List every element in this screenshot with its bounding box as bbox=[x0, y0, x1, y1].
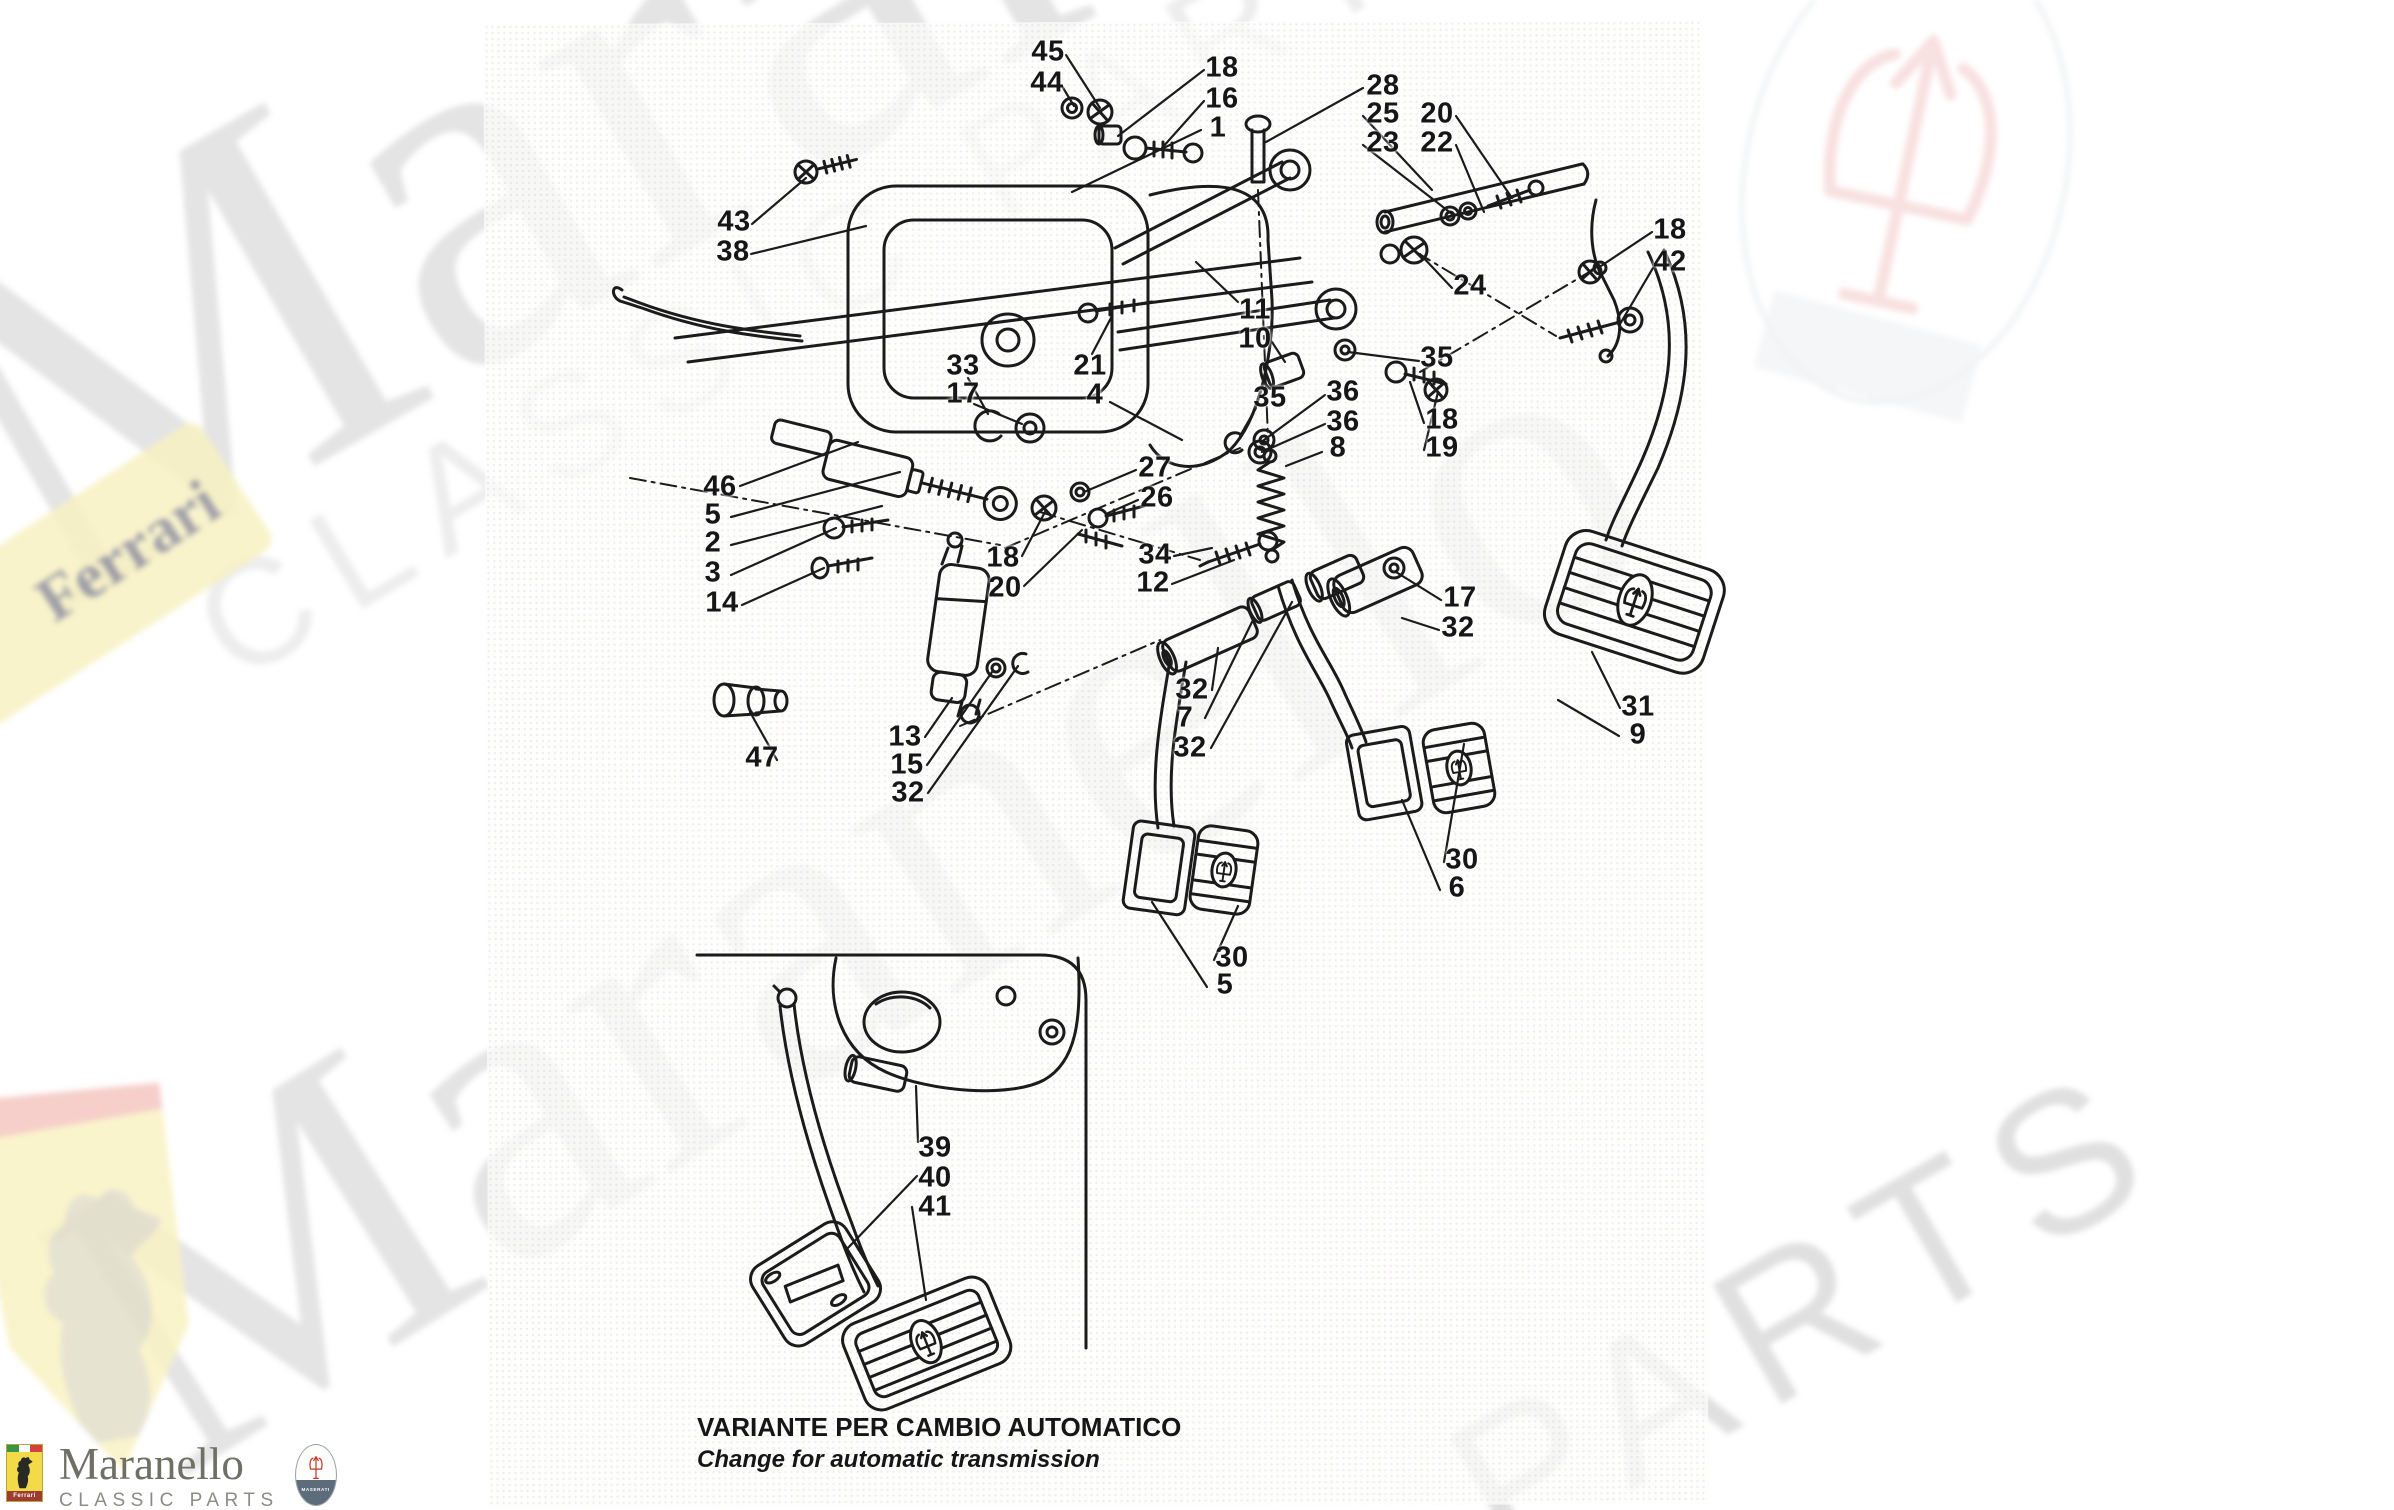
support-arm-lower bbox=[1116, 287, 1358, 352]
brake-pedal-arm bbox=[1276, 578, 1368, 750]
accel-bracket bbox=[1590, 198, 1622, 358]
maserati-badge-icon: MASERATI bbox=[294, 1444, 337, 1506]
damper-13 bbox=[926, 531, 991, 725]
bush-18-top bbox=[1093, 124, 1123, 146]
clutch-pedal-pad-5 bbox=[1121, 819, 1197, 917]
return-spring-8 bbox=[1256, 448, 1286, 564]
nut-45 bbox=[1086, 98, 1114, 126]
centerlines bbox=[629, 189, 1597, 727]
variant-caption-english: Change for automatic transmission bbox=[697, 1446, 1100, 1473]
classic-parts-subtitle: CLASSIC PARTS bbox=[59, 1490, 279, 1510]
circlip-33 bbox=[973, 409, 1003, 443]
support-arm-upper bbox=[1113, 148, 1312, 266]
brake-pedal-pad-6 bbox=[1344, 725, 1424, 822]
master-cylinder-2 bbox=[770, 418, 1018, 522]
grommet-47 bbox=[712, 682, 789, 718]
pin-21 bbox=[1077, 298, 1154, 324]
pedal-hub-tube bbox=[1326, 545, 1424, 618]
bolt-26 bbox=[1087, 504, 1146, 529]
logo-bar: Ferrari Maranello CLASSIC PARTS MASERATI bbox=[6, 1439, 337, 1510]
washer-25 bbox=[1458, 201, 1478, 221]
rod-46 bbox=[612, 286, 804, 343]
clutch-pedal-rubber-30 bbox=[1188, 824, 1260, 916]
maserati-badge-label: MASERATI bbox=[301, 1487, 330, 1492]
bolt-28 bbox=[1244, 114, 1272, 184]
stud-22 bbox=[1486, 179, 1545, 210]
ferrari-badge-label: Ferrari bbox=[7, 1491, 42, 1501]
nut-24 bbox=[1379, 235, 1429, 265]
bolt-16 bbox=[1122, 135, 1204, 164]
gasket-frame-inner bbox=[882, 218, 1114, 400]
wordmark-block: Maranello CLASSIC PARTS bbox=[59, 1439, 279, 1510]
bolt-19 bbox=[1384, 360, 1448, 386]
variant-caption-italian: VARIANTE PER CAMBIO AUTOMATICO bbox=[697, 1412, 1182, 1442]
washer-15 bbox=[985, 657, 1007, 679]
inset-plate-40 bbox=[749, 1220, 883, 1348]
maserati-badge-base bbox=[295, 1479, 336, 1505]
inset-border bbox=[695, 953, 1088, 1350]
bracket-hole-lower bbox=[1598, 348, 1614, 364]
clutch-pedal-arm bbox=[1153, 658, 1188, 830]
cover-frame-38 bbox=[846, 184, 1150, 434]
circlip-4 bbox=[1223, 431, 1244, 455]
stud-20 bbox=[1076, 528, 1124, 550]
bush-10 bbox=[1259, 351, 1306, 390]
cross-shaft-25 bbox=[1375, 162, 1590, 235]
italian-flag-icon bbox=[7, 1445, 43, 1452]
adjust-screw-42 bbox=[1558, 306, 1644, 344]
pivot-boss bbox=[980, 312, 1036, 368]
maserati-trident-icon bbox=[309, 1456, 323, 1479]
variant-caption: VARIANTE PER CAMBIO AUTOMATICO Change fo… bbox=[697, 1412, 1181, 1474]
support-housing-1 bbox=[1148, 184, 1274, 468]
accelerator-pedal-arm bbox=[1604, 248, 1688, 548]
maranello-wordmark: Maranello bbox=[59, 1439, 244, 1489]
washer-35-right bbox=[1333, 338, 1357, 362]
nut-18-right bbox=[1577, 259, 1603, 285]
bolt-43 bbox=[793, 154, 858, 185]
washer-17-right bbox=[1382, 556, 1406, 580]
prancing-horse-icon bbox=[17, 1457, 33, 1489]
cover-edge-lines bbox=[673, 256, 1314, 364]
bolt-14 bbox=[810, 556, 874, 580]
leader-lines bbox=[729, 53, 1655, 1302]
stop-screw-12 bbox=[1198, 530, 1279, 568]
nut-18-lower bbox=[1030, 494, 1058, 522]
washer-17 bbox=[1014, 412, 1046, 444]
ferrari-badge-icon: Ferrari bbox=[6, 1444, 43, 1502]
inset-bracket-39 bbox=[831, 956, 1081, 1093]
circlip-32 bbox=[1011, 651, 1030, 675]
